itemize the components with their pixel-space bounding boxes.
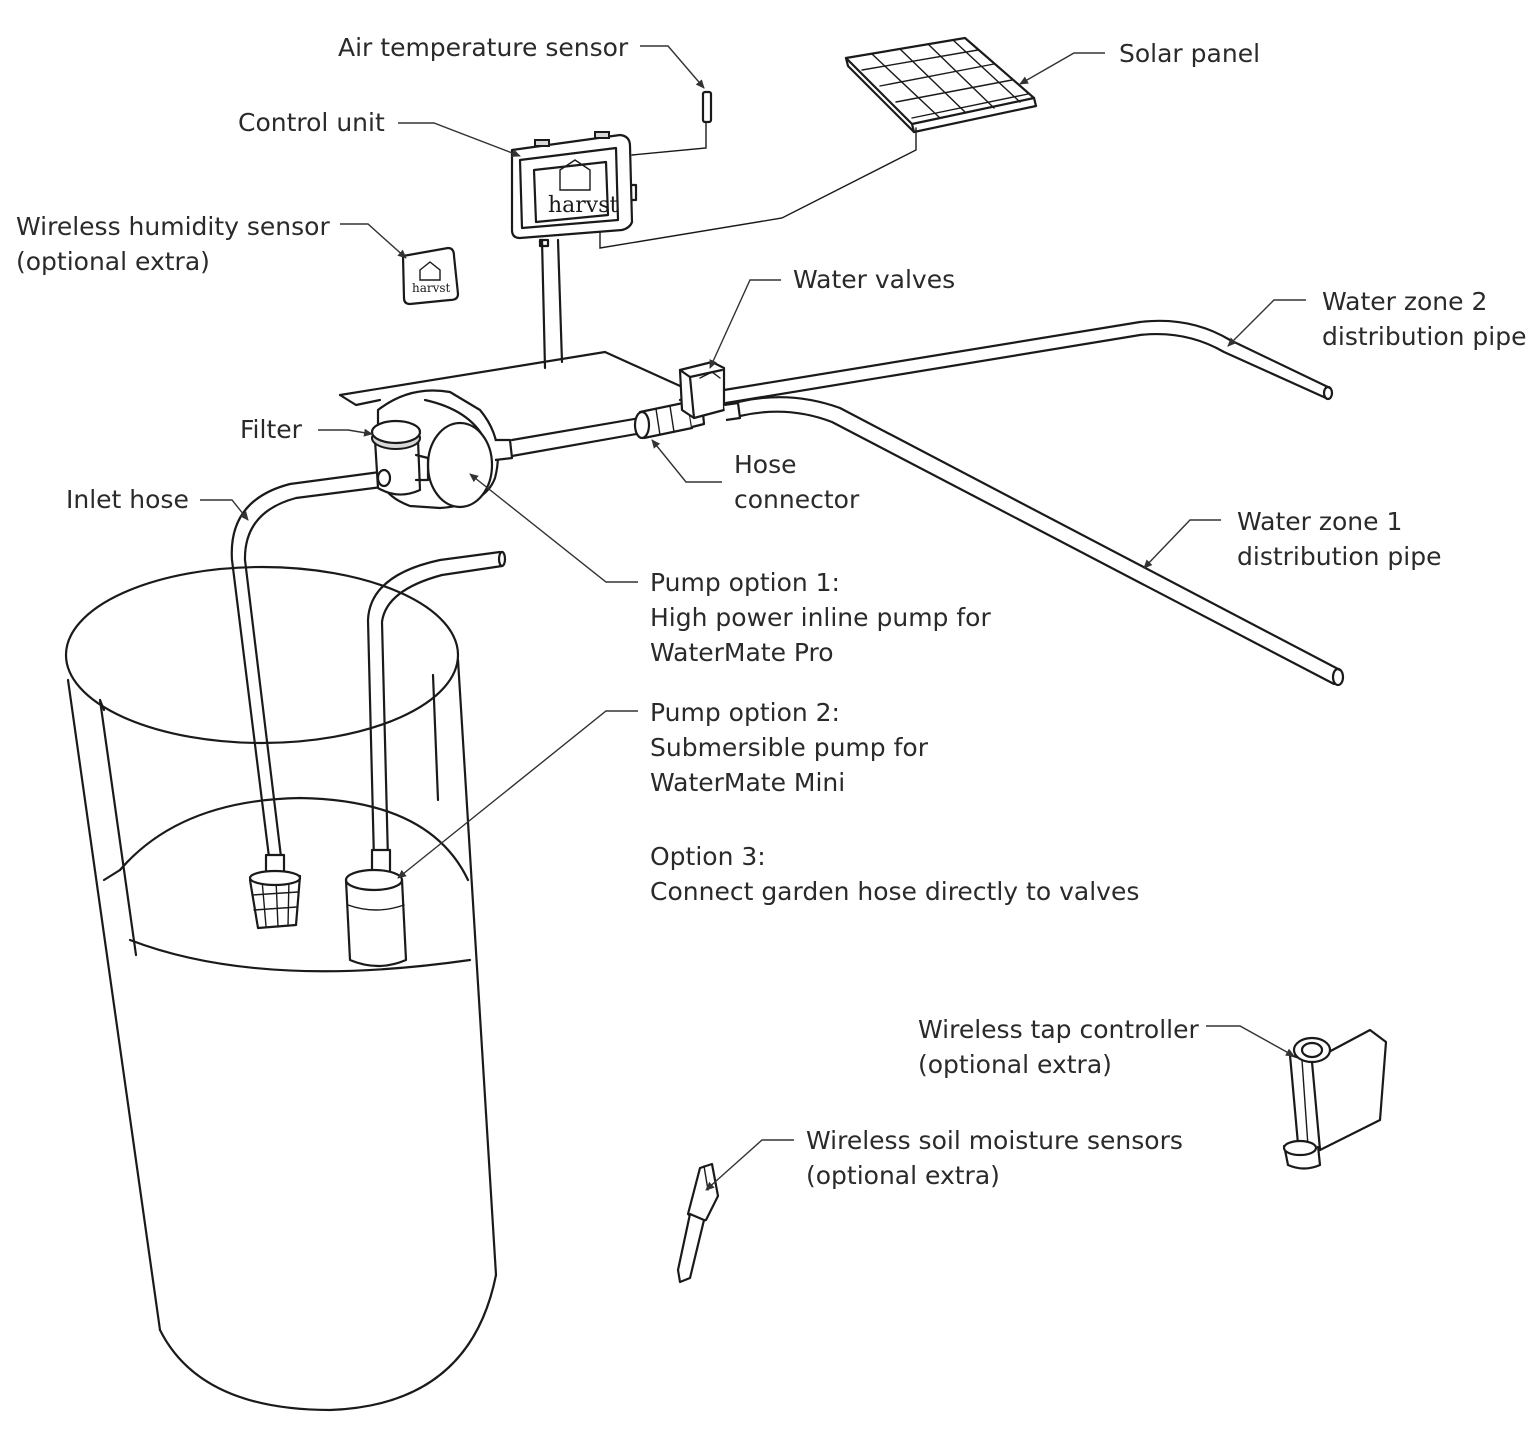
water-tank: [64, 565, 498, 1412]
label-water-zone-1: Water zone 1 distribution pipe: [1237, 507, 1442, 571]
label-inlet-hose: Inlet hose: [66, 485, 189, 514]
label-water-zone-2: Water zone 2 distribution pipe: [1322, 287, 1527, 351]
label-filter: Filter: [240, 415, 302, 444]
water-valves: [678, 360, 742, 422]
submersible-hose: [366, 550, 507, 862]
filter: [370, 419, 430, 496]
inlet-strainer: [248, 853, 302, 930]
submersible-pump: [344, 848, 408, 968]
label-wireless-tap-controller: Wireless tap controller (optional extra): [918, 1015, 1199, 1079]
humidity-sensor-logo: harvst: [412, 281, 451, 295]
main-pipe: [510, 416, 644, 458]
wireless-tap-controller: [1282, 1028, 1388, 1170]
label-pump-option-2: Pump option 2: Submersible pump for Wate…: [650, 698, 928, 797]
label-wireless-humidity-sensor: Wireless humidity sensor (optional extra…: [16, 212, 330, 276]
label-hose-connector: Hose connector: [734, 450, 860, 514]
wireless-humidity-sensor: harvst: [401, 246, 460, 306]
air-temperature-sensor: [701, 90, 713, 124]
leader-lines: [200, 45, 1306, 1191]
label-air-temperature-sensor: Air temperature sensor: [338, 33, 629, 62]
label-option-3: Option 3: Connect garden hose directly t…: [650, 842, 1140, 906]
control-unit: harvst: [510, 131, 638, 248]
label-wireless-soil-moisture: Wireless soil moisture sensors (optional…: [806, 1126, 1183, 1190]
control-unit-mast: [540, 238, 564, 370]
wireless-soil-moisture-sensor: [676, 1162, 720, 1284]
control-unit-wiring: [599, 117, 917, 249]
label-pump-option-1: Pump option 1: High power inline pump fo…: [650, 568, 991, 667]
base-plate: [338, 350, 702, 407]
label-control-unit: Control unit: [238, 108, 385, 137]
water-zone-2-pipe: [722, 319, 1334, 405]
inlet-hose: [230, 470, 384, 867]
solar-panel: [844, 36, 1038, 134]
label-water-valves: Water valves: [793, 265, 956, 294]
control-unit-logo: harvst: [548, 193, 619, 218]
label-solar-panel: Solar panel: [1119, 39, 1261, 68]
water-zone-1-pipe: [736, 396, 1345, 687]
